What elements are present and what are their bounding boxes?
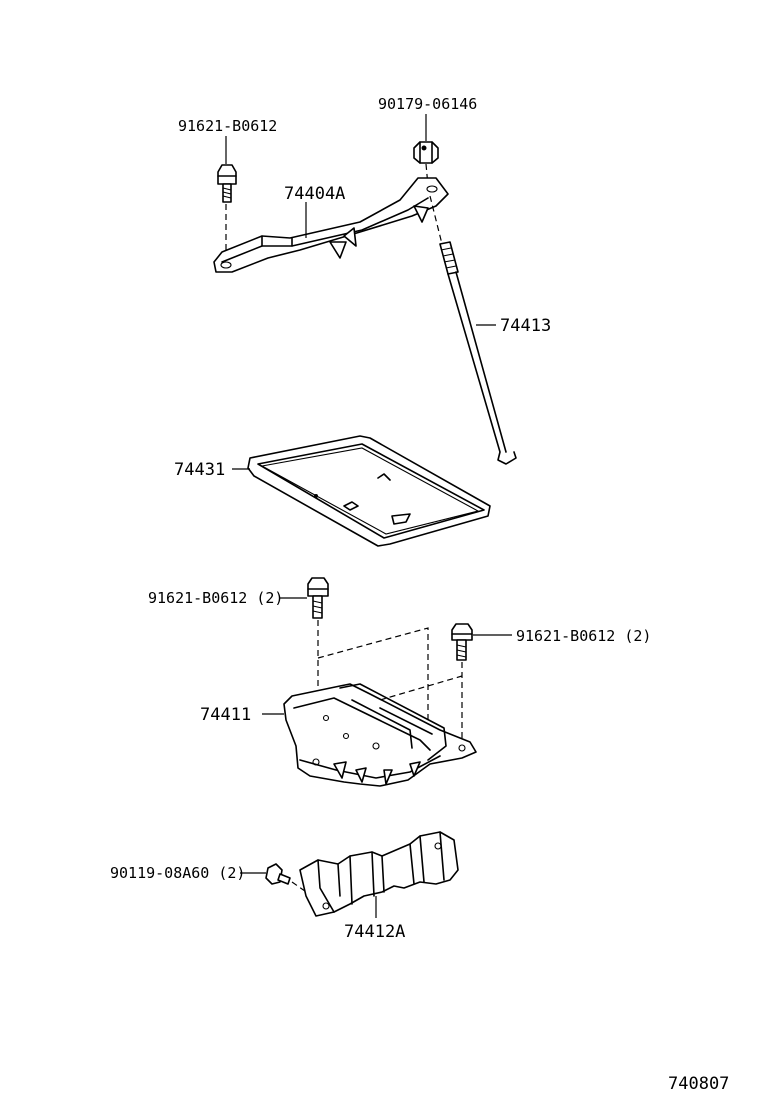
dash-nut-top xyxy=(425,163,429,187)
label-support: 74412A xyxy=(344,922,405,942)
rod[interactable] xyxy=(439,241,517,465)
bolt-top-left[interactable] xyxy=(217,164,237,203)
label-carrier: 74411 xyxy=(200,705,251,725)
label-bolt-mid-left: 91621-B0612 (2) xyxy=(148,589,283,607)
label-tray: 74431 xyxy=(174,460,225,480)
label-clamp: 74404A xyxy=(284,184,345,204)
tray[interactable] xyxy=(247,435,491,547)
support[interactable] xyxy=(299,831,459,917)
bolt-bottom[interactable] xyxy=(265,863,291,885)
carrier[interactable] xyxy=(283,683,477,787)
label-rod: 74413 xyxy=(500,316,551,336)
bolt-mid-left[interactable] xyxy=(307,577,329,619)
label-nut-top: 90179-06146 xyxy=(378,95,477,113)
label-bolt-bottom: 90119-08A60 (2) xyxy=(110,864,245,882)
nut-top[interactable] xyxy=(413,141,439,164)
dash-outline-top xyxy=(317,627,429,740)
label-bolt-mid-right: 91621-B0612 (2) xyxy=(516,627,651,645)
dash-outline-mid xyxy=(379,675,463,701)
label-bolt-top-left: 91621-B0612 xyxy=(178,117,277,135)
bolt-mid-right[interactable] xyxy=(451,623,473,661)
dash-rod xyxy=(429,195,443,245)
clamp[interactable] xyxy=(213,177,449,273)
diagram-number: 740807 xyxy=(668,1074,729,1094)
